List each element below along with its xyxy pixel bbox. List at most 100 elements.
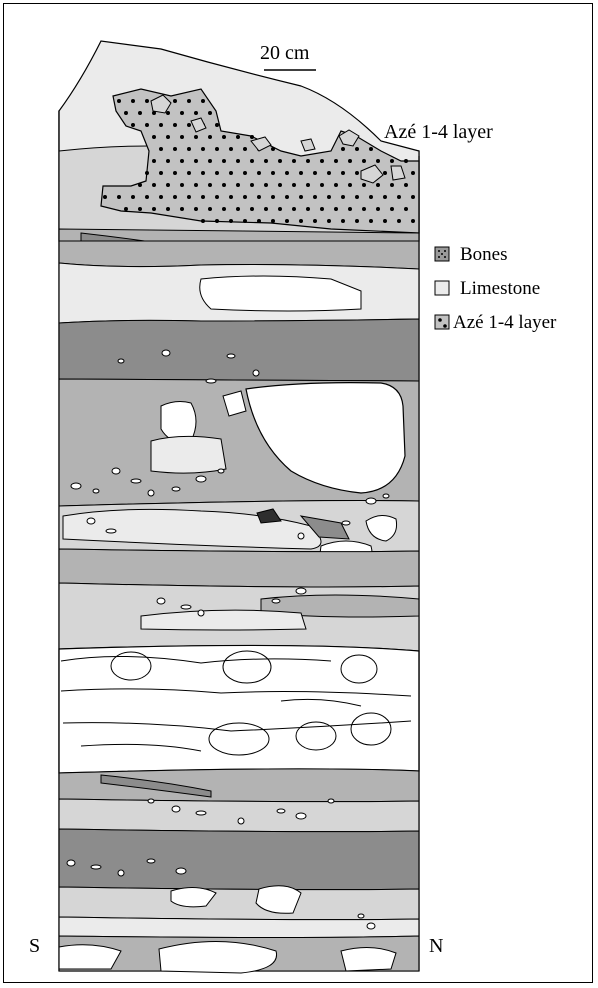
aze-dot xyxy=(278,207,282,211)
pebble xyxy=(358,914,364,918)
pebble xyxy=(342,521,350,525)
aze-dot xyxy=(362,207,366,211)
aze-dot xyxy=(131,123,135,127)
pebble xyxy=(118,359,124,363)
pebble xyxy=(272,599,280,603)
pebble xyxy=(71,483,81,489)
aze-dot xyxy=(152,183,156,187)
aze-dot xyxy=(341,219,345,223)
aze-dot xyxy=(341,147,345,151)
pebble xyxy=(383,494,389,498)
aze-dot xyxy=(383,171,387,175)
aze-dot xyxy=(257,171,261,175)
aze-dot xyxy=(334,159,338,163)
pebble xyxy=(157,598,165,604)
pebble xyxy=(148,799,154,803)
pebble xyxy=(298,533,304,539)
aze-dot xyxy=(152,207,156,211)
aze-dot xyxy=(320,159,324,163)
aze-dot xyxy=(187,99,191,103)
aze-dot xyxy=(194,111,198,115)
aze-dot xyxy=(166,207,170,211)
aze-dot xyxy=(390,183,394,187)
aze-dot xyxy=(201,195,205,199)
layer-callout: Azé 1-4 layer xyxy=(384,121,493,143)
aze-dot xyxy=(306,183,310,187)
aze-dot xyxy=(166,135,170,139)
limestone-complex xyxy=(59,645,419,773)
aze-dot xyxy=(292,207,296,211)
aze-dot xyxy=(411,195,415,199)
aze-dot xyxy=(103,195,107,199)
aze-dot xyxy=(390,207,394,211)
aze-dot xyxy=(369,147,373,151)
aze-dot xyxy=(229,219,233,223)
legend-label-limestone: Limestone xyxy=(460,278,540,299)
aze-dot xyxy=(376,183,380,187)
aze-dot xyxy=(306,207,310,211)
band-7b xyxy=(59,799,419,832)
aze-dot xyxy=(285,195,289,199)
aze-dot xyxy=(257,195,261,199)
aze-dot xyxy=(166,111,170,115)
aze-dot xyxy=(208,159,212,163)
aze-dot xyxy=(145,171,149,175)
band-10 xyxy=(59,917,419,938)
aze-dot xyxy=(285,171,289,175)
aze-dot xyxy=(173,195,177,199)
aze-dot xyxy=(138,111,142,115)
aze-dot xyxy=(257,219,261,223)
legend-label-aze-layer: Azé 1-4 layer xyxy=(453,312,557,333)
north-label: N xyxy=(429,935,443,957)
pebble xyxy=(147,859,155,863)
aze-dot xyxy=(124,207,128,211)
pebble xyxy=(296,588,306,594)
pebble xyxy=(227,354,235,358)
aze-dot xyxy=(117,195,121,199)
limestone-block-3 xyxy=(151,436,226,473)
aze-dot xyxy=(411,219,415,223)
aze-dot xyxy=(166,159,170,163)
aze-dot xyxy=(327,195,331,199)
aze-dot xyxy=(243,147,247,151)
pebble xyxy=(162,350,170,356)
aze-dot xyxy=(355,147,359,151)
aze-dot xyxy=(229,147,233,151)
pebble xyxy=(91,865,101,869)
aze-dot xyxy=(166,183,170,187)
aze-dot xyxy=(376,207,380,211)
pebble xyxy=(198,610,204,616)
aze-dot xyxy=(306,159,310,163)
aze-dot xyxy=(320,183,324,187)
aze-dot xyxy=(138,183,142,187)
aze-dot xyxy=(215,123,219,127)
pebble xyxy=(218,469,224,473)
aze-dot xyxy=(250,207,254,211)
pebble xyxy=(172,487,180,491)
aze-dot xyxy=(243,171,247,175)
aze-dot xyxy=(404,183,408,187)
band-7 xyxy=(59,769,419,802)
aze-dot xyxy=(299,195,303,199)
pebble xyxy=(196,811,206,815)
aze-dot xyxy=(180,159,184,163)
pebble xyxy=(181,605,191,609)
aze-dot xyxy=(145,123,149,127)
aze-dot xyxy=(299,219,303,223)
aze-dot xyxy=(201,147,205,151)
aze-dot xyxy=(131,99,135,103)
aze-dot xyxy=(348,183,352,187)
aze-dot xyxy=(159,195,163,199)
aze-dot xyxy=(341,171,345,175)
aze-dot xyxy=(285,219,289,223)
aze-dot xyxy=(250,159,254,163)
south-label: S xyxy=(29,935,40,957)
pebble xyxy=(67,860,75,866)
pebble xyxy=(148,490,154,496)
legend-swatch-aze-layer xyxy=(435,315,449,329)
aze-dot xyxy=(271,147,275,151)
aze-dot xyxy=(362,183,366,187)
aze-dot xyxy=(222,135,226,139)
aze-dot xyxy=(362,159,366,163)
aze-dot xyxy=(187,147,191,151)
